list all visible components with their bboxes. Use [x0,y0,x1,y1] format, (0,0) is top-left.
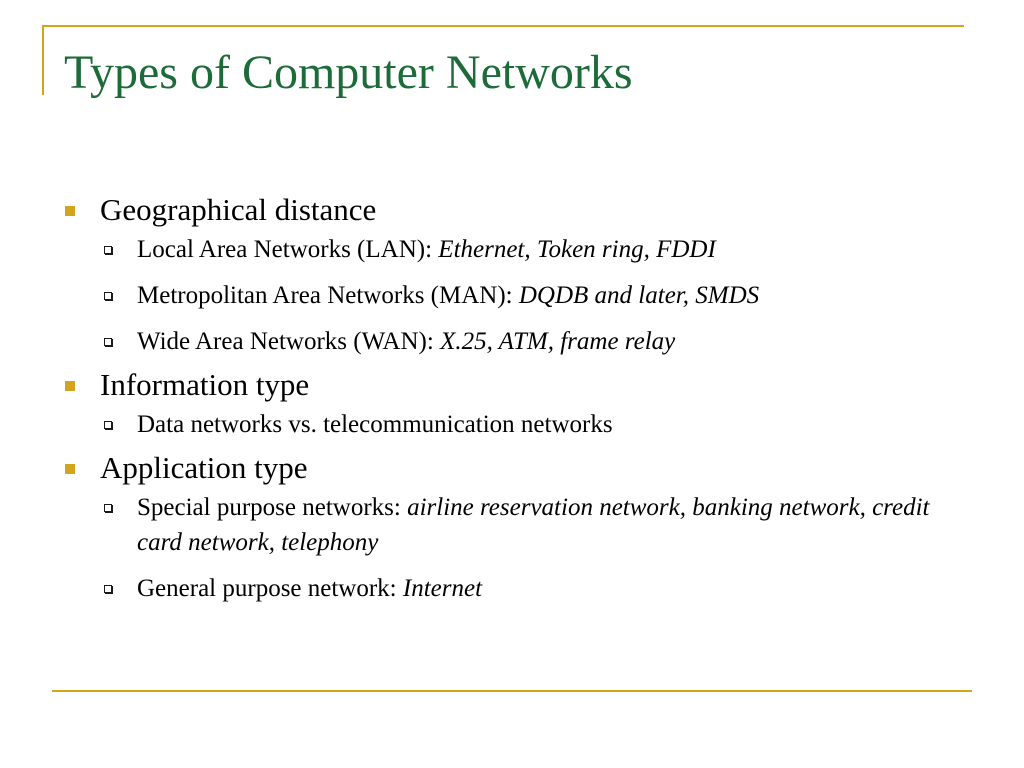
section-application-type: Application type [62,448,962,488]
slide-body: Geographical distance Local Area Network… [62,190,962,617]
item-text: Local Area Networks (LAN): [137,236,439,263]
item-text: General purpose network: [137,575,403,602]
section-heading: Geographical distance [100,192,377,227]
left-border-line [42,25,44,95]
item-examples: Internet [402,575,483,602]
list-item: Special purpose networks: airline reserv… [62,490,962,560]
hollow-square-bullet-icon [104,338,112,346]
item-text: Data networks vs. telecommunication netw… [137,411,613,438]
list-item: Data networks vs. telecommunication netw… [62,407,962,442]
item-text: Special purpose networks: [137,494,408,521]
section-heading: Application type [100,450,308,485]
list-item: Local Area Networks (LAN): Ethernet, Tok… [62,232,962,267]
slide-title: Types of Computer Networks [64,46,633,99]
hollow-square-bullet-icon [104,292,112,300]
square-bullet-icon [65,464,75,474]
section-heading: Information type [100,367,310,402]
item-text: Metropolitan Area Networks (MAN): [137,282,519,309]
square-bullet-icon [65,206,75,216]
list-item: Metropolitan Area Networks (MAN): DQDB a… [62,278,962,313]
hollow-square-bullet-icon [104,585,112,593]
item-examples: Ethernet, Token ring, FDDI [438,236,716,263]
hollow-square-bullet-icon [104,246,112,254]
section-geographical-distance: Geographical distance [62,190,962,230]
top-border-line [42,25,964,27]
list-item: General purpose network: Internet [62,571,962,606]
item-text: Wide Area Networks (WAN): [137,328,441,355]
list-item: Wide Area Networks (WAN): X.25, ATM, fra… [62,324,962,359]
bottom-border-line [52,690,972,692]
item-examples: DQDB and later, SMDS [518,282,760,309]
section-information-type: Information type [62,365,962,405]
item-examples: X.25, ATM, frame relay [440,328,676,355]
square-bullet-icon [65,381,75,391]
hollow-square-bullet-icon [104,504,112,512]
hollow-square-bullet-icon [104,421,112,429]
item-examples: airline reservation network, banking net… [137,494,930,556]
